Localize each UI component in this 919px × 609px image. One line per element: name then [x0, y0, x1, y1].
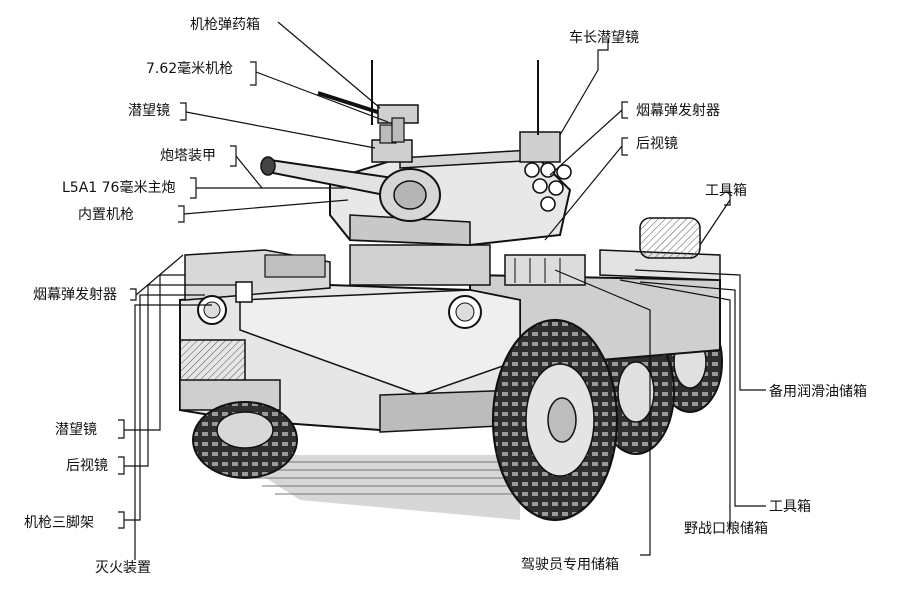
- turret: [329, 60, 572, 247]
- label-toolbox-low: 工具箱: [769, 499, 811, 515]
- label-mirror-right: 后视镜: [636, 136, 678, 152]
- label-toolbox-top: 工具箱: [705, 183, 747, 199]
- main-gun: [260, 156, 441, 222]
- machine-gun: [317, 91, 419, 143]
- label-ration-storage: 野战口粮储箱: [684, 521, 768, 537]
- label-main-gun: L5A1 76毫米主炮: [62, 180, 176, 196]
- label-lube-storage: 备用润滑油储箱: [769, 384, 867, 400]
- label-periscope-top: 潜望镜: [128, 103, 170, 119]
- label-mg-tripod: 机枪三脚架: [24, 515, 94, 531]
- smoke-launcher-cluster: [524, 162, 572, 212]
- label-driver-storage: 驾驶员专用储箱: [521, 557, 619, 573]
- leader-lines: [118, 21, 766, 560]
- label-smoke-left: 烟幕弹发射器: [33, 287, 117, 303]
- label-smoke-right: 烟幕弹发射器: [636, 103, 720, 119]
- label-mg-ammo-box: 机枪弹药箱: [190, 17, 260, 33]
- ground-shadow: [230, 455, 520, 520]
- label-mg-762: 7.62毫米机枪: [146, 61, 234, 77]
- label-mirror-left: 后视镜: [66, 458, 108, 474]
- label-coaxial-mg: 内置机枪: [78, 207, 134, 223]
- label-turret-armor: 炮塔装甲: [160, 148, 216, 164]
- front-wheel-right: [491, 318, 619, 522]
- label-extinguisher: 灭火装置: [95, 560, 151, 576]
- hull-front: [179, 244, 521, 433]
- label-cmd-periscope: 车长潜望镜: [569, 30, 639, 46]
- front-wheel-left: [192, 401, 298, 479]
- label-periscope-low: 潜望镜: [55, 422, 97, 438]
